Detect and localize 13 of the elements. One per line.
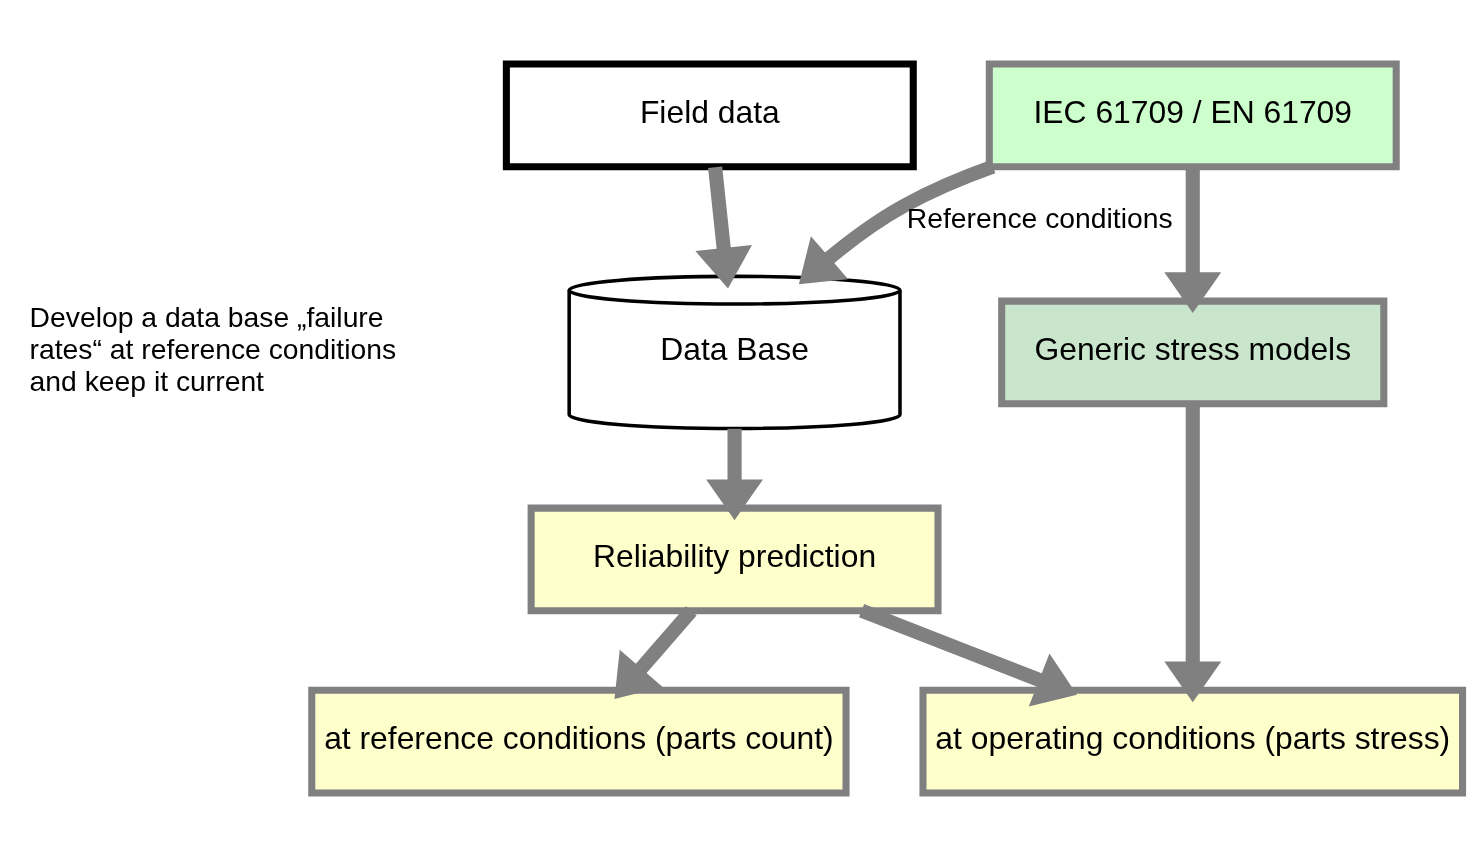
arrow [695, 166, 752, 289]
arrow [706, 428, 764, 520]
node-box: at reference conditions (parts count) [308, 686, 850, 796]
node-box: Reliability prediction [527, 504, 942, 614]
node-box: IEC 61709 / EN 61709 [985, 60, 1400, 170]
label: Develop a data base „failure rates“ at reference conditions and keep it current [29, 300, 397, 397]
arrow [859, 603, 1077, 706]
arrow [798, 159, 996, 284]
node-box: at operating conditions (parts stress) [919, 686, 1467, 796]
edge-label: Reference conditions [906, 201, 1173, 234]
node-box: Generic stress models [998, 297, 1388, 407]
node-box: Field data [502, 60, 917, 170]
arrow [614, 605, 697, 699]
